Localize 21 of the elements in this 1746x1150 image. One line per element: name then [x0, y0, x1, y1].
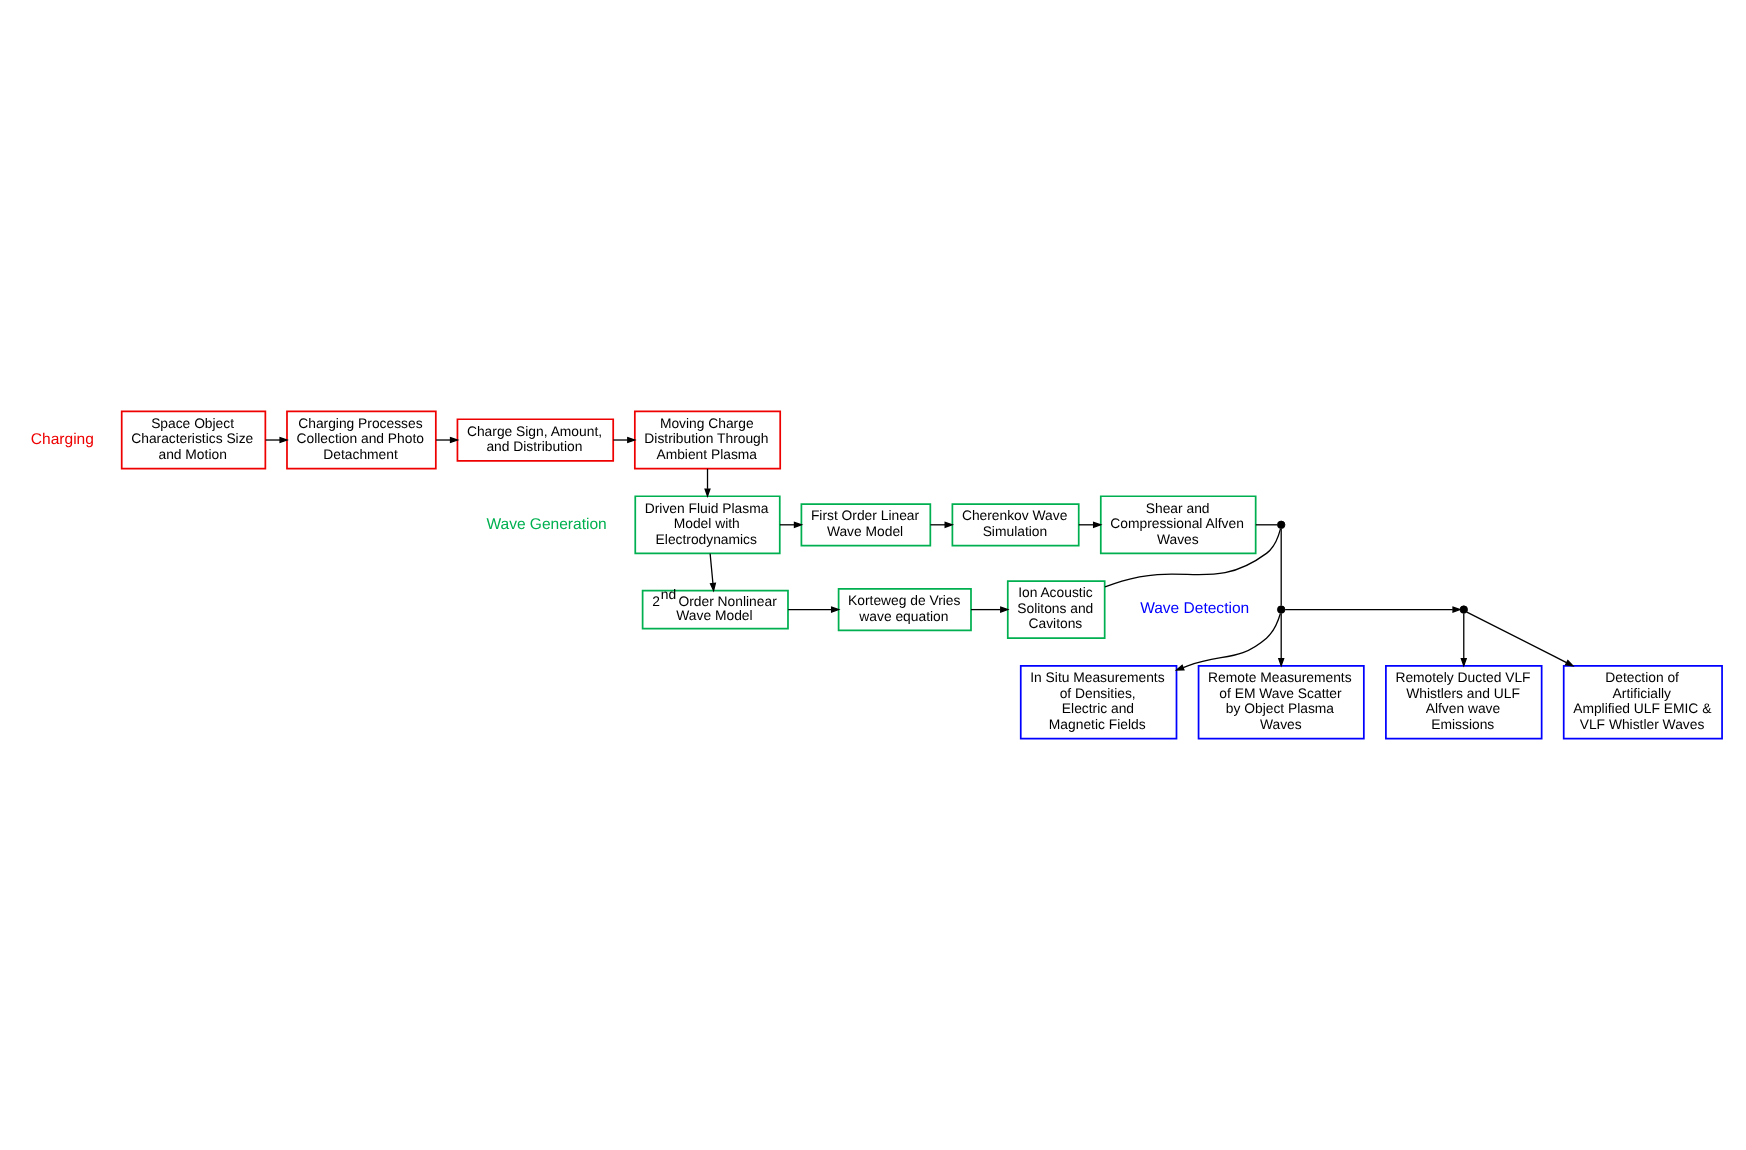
connector [1104, 528, 1282, 588]
arrow [435, 436, 460, 444]
node-circle [1459, 605, 1468, 614]
arrow [1284, 606, 1462, 613]
label: Charging [30, 429, 94, 448]
arrow [970, 606, 1010, 613]
label: Wave Detection [1140, 599, 1250, 618]
arrow [1277, 612, 1285, 668]
node-circle [1277, 605, 1286, 614]
arrow [1466, 611, 1575, 667]
arrow [612, 436, 637, 444]
node-circle [1277, 520, 1286, 529]
arrow [709, 552, 717, 593]
arrow [265, 436, 289, 444]
arrow [704, 468, 711, 498]
label: Wave Generation [486, 514, 607, 533]
arrow [1174, 612, 1282, 671]
arrow [787, 606, 841, 613]
connector [1255, 524, 1278, 526]
connector [1280, 528, 1282, 607]
arrow [1460, 612, 1468, 668]
